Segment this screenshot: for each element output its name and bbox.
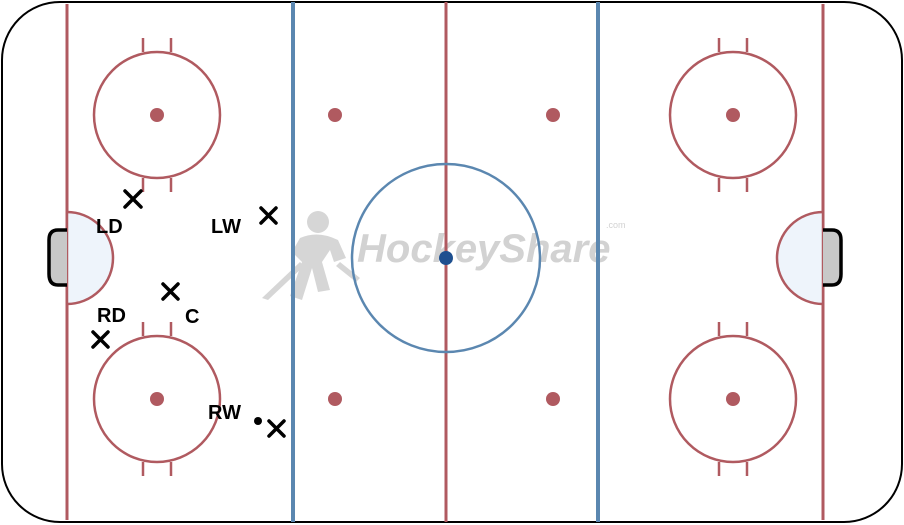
watermark-text: HockeyShare — [357, 227, 610, 271]
left-goal-crease — [65, 210, 115, 306]
center-faceoff-dot — [439, 251, 453, 265]
player-label-rw: RW — [208, 402, 241, 424]
left-goal-net — [47, 228, 67, 287]
player-marker-c: C — [161, 282, 199, 328]
right-goal-crease — [775, 210, 825, 306]
player-label-ld: LD — [96, 216, 123, 238]
neutral-dot-left-top — [328, 108, 342, 122]
center-faceoff-circle — [350, 162, 542, 354]
player-marker-rw: RW — [208, 402, 286, 438]
neutral-dot-right-top — [546, 108, 560, 122]
watermark: HockeyShare .com — [262, 211, 626, 300]
player-marker-lw: LW — [211, 206, 278, 238]
neutral-dot-left-bottom — [328, 392, 342, 406]
puck — [254, 417, 262, 425]
right-top-faceoff-circle — [668, 38, 798, 192]
right-goal-net — [823, 228, 843, 287]
player-marker-ld: LD — [96, 189, 143, 238]
left-bottom-faceoff-circle — [92, 322, 222, 476]
watermark-suffix: .com — [606, 220, 626, 230]
player-label-rd: RD — [97, 305, 126, 327]
left-top-faceoff-circle — [92, 38, 222, 192]
player-marker-rd: RD — [91, 305, 126, 349]
neutral-dot-right-bottom — [546, 392, 560, 406]
player-label-lw: LW — [211, 216, 241, 238]
player-label-c: C — [185, 306, 199, 328]
right-bottom-faceoff-circle — [668, 322, 798, 476]
